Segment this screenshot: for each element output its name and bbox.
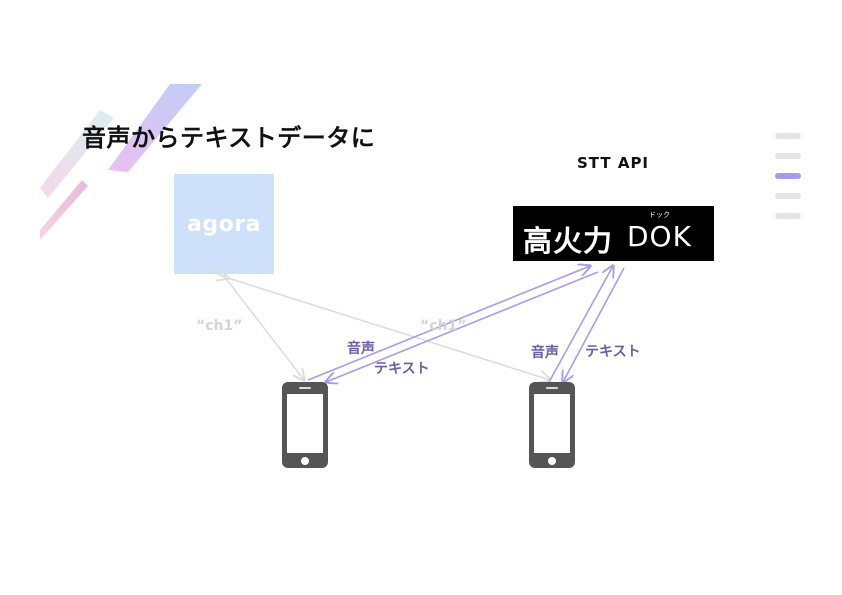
label-ch1-right: “ch1” [420, 318, 467, 334]
label-audio-left: 音声 [347, 341, 375, 357]
dok-logo-latin: DOK [627, 220, 692, 253]
stt-api-label: STT API [577, 154, 650, 172]
dok-logo-kanji: 高火力 [523, 224, 614, 258]
progress-bar-4 [775, 193, 801, 199]
progress-bar-2 [775, 153, 801, 159]
progress-bar-3 [775, 173, 801, 179]
agora-logo: agora [174, 174, 274, 274]
dok-logo: 高火力 ドック DOK [513, 206, 714, 261]
label-text-right: テキスト [585, 344, 641, 360]
dok-logo-ruby: ドック [649, 211, 670, 219]
page-title: 音声からテキストデータに [82, 124, 376, 152]
arrow-agora-right-phone [228, 278, 550, 380]
agora-logo-text: agora [187, 211, 261, 237]
label-text-left: テキスト [374, 361, 430, 377]
arrow-left-phone-audio [307, 266, 590, 381]
smartphone-left-icon [282, 382, 328, 468]
arrow-left-phone-text [326, 271, 599, 382]
decorative-streaks [40, 84, 202, 240]
progress-bar-1 [775, 133, 801, 139]
label-ch1-left: “ch1” [196, 318, 243, 334]
arrow-right-phone-audio [548, 266, 613, 383]
progress-bar-5 [775, 213, 801, 219]
slide-progress-indicator [775, 133, 801, 233]
label-audio-right: 音声 [531, 345, 559, 361]
arrow-right-phone-text [563, 267, 625, 382]
smartphone-right-icon [529, 382, 575, 468]
